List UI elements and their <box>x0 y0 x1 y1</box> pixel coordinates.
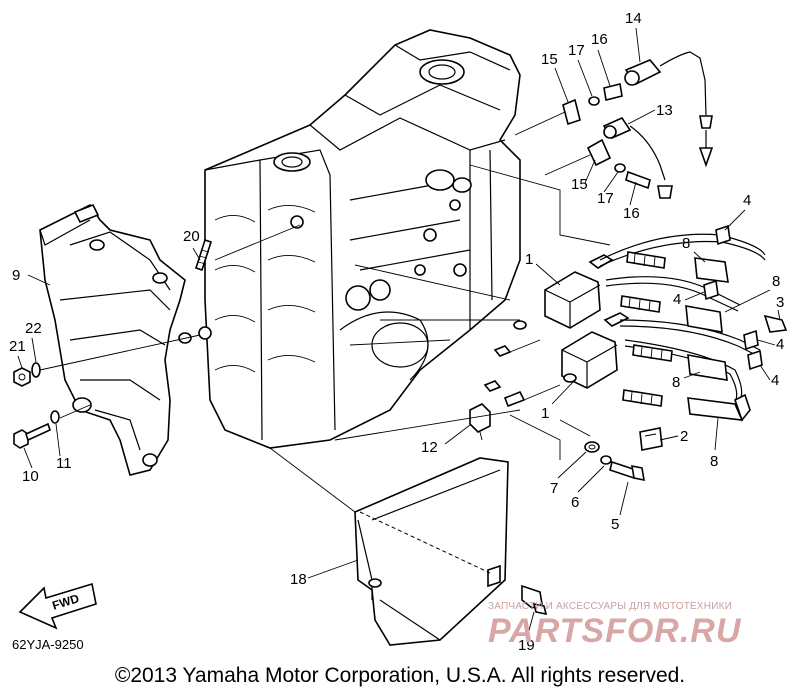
callout-14: 14 <box>625 10 642 27</box>
fwd-arrow-icon <box>18 582 97 630</box>
callout-15-upper: 15 <box>541 51 558 68</box>
sensor-12 <box>469 403 491 441</box>
callout-1-upper: 1 <box>525 251 533 268</box>
callout-labels: 1 1 2 3 4 4 4 4 5 6 7 8 8 8 8 9 10 11 12… <box>9 10 784 654</box>
callout-4-top: 4 <box>743 192 751 209</box>
callout-2: 2 <box>680 428 688 445</box>
callout-1-lower: 1 <box>541 405 549 422</box>
spark-plugs <box>620 251 673 407</box>
watermark-logo: PARTSFOR.RU <box>488 612 742 650</box>
bolt-5 <box>609 460 645 482</box>
bolt-16-lower <box>625 170 651 190</box>
callout-18: 18 <box>290 571 307 588</box>
callout-16-lower: 16 <box>623 205 640 222</box>
callout-4-right: 4 <box>776 336 784 353</box>
coil-screws <box>483 339 561 408</box>
callout-20: 20 <box>183 228 200 245</box>
nut-21 <box>13 367 31 387</box>
callout-17-lower: 17 <box>597 190 614 207</box>
callout-17-upper: 17 <box>568 42 585 59</box>
callout-4-lower: 4 <box>771 372 779 389</box>
cover-18 <box>354 457 509 646</box>
bolt-19 <box>521 584 548 616</box>
callout-12: 12 <box>421 439 438 456</box>
callout-16-upper: 16 <box>591 31 608 48</box>
callout-8-bottom: 8 <box>710 453 718 470</box>
callout-10: 10 <box>22 468 39 485</box>
callout-6: 6 <box>571 494 579 511</box>
callout-3: 3 <box>776 294 784 311</box>
stud-bolt-20 <box>194 238 213 272</box>
washer-17-upper <box>588 96 600 106</box>
sensor-13 <box>602 116 673 199</box>
callout-15-lower: 15 <box>571 176 588 193</box>
callout-7: 7 <box>550 480 558 497</box>
copyright-notice: ©2013 Yamaha Motor Corporation, U.S.A. A… <box>114 664 686 687</box>
callout-13: 13 <box>656 102 673 119</box>
watermark-subtitle: ЗАПЧАСТИ И АКСЕССУАРЫ ДЛЯ МОТОТЕХНИКИ <box>488 601 733 612</box>
washer-11 <box>50 410 60 424</box>
callout-21: 21 <box>9 338 26 355</box>
callout-5: 5 <box>611 516 619 533</box>
engine-block <box>198 29 521 449</box>
washer-7 <box>584 441 600 453</box>
plug-caps <box>685 257 751 422</box>
washer-17-lower <box>614 163 626 173</box>
sensor-bracket-15-lower <box>586 138 612 167</box>
washer-6 <box>600 455 612 465</box>
callout-8-mid: 8 <box>672 374 680 391</box>
callout-22: 22 <box>25 320 42 337</box>
cable-clamp-2 <box>639 427 663 451</box>
ignition-coil-lower <box>561 312 630 389</box>
callout-11: 11 <box>56 455 72 472</box>
callout-4-mid: 4 <box>673 291 681 308</box>
bolt-16-upper <box>603 83 623 101</box>
sensor-bracket-15-upper <box>562 98 581 126</box>
bracket-assembly <box>39 203 192 476</box>
callout-19: 19 <box>518 637 535 654</box>
ignition-coil-upper <box>513 254 614 330</box>
callout-8-right: 8 <box>772 273 780 290</box>
spark-plug-wires <box>599 224 788 403</box>
callout-8-top: 8 <box>682 235 690 252</box>
bolt-10 <box>13 422 51 449</box>
callout-9: 9 <box>12 267 20 284</box>
sensor-14 <box>624 51 714 168</box>
diagram-code: 62YJA-9250 <box>12 637 84 652</box>
washer-22 <box>31 362 41 378</box>
